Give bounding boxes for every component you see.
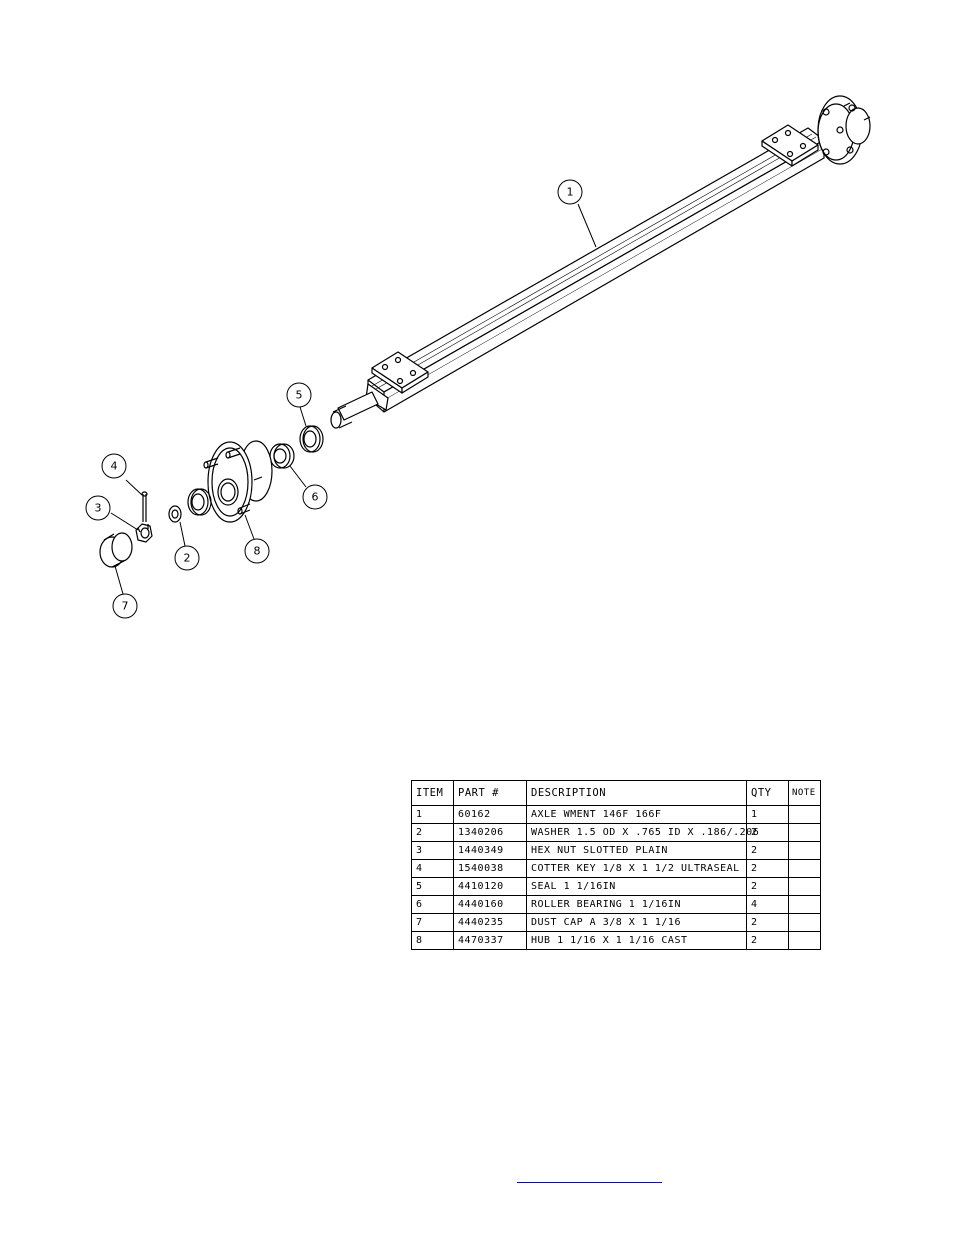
table-row: 3 1440349 HEX NUT SLOTTED PLAIN 2: [411, 841, 821, 860]
cell-part-number: 4440160: [453, 895, 527, 914]
bill-of-materials-table: ITEM PART # DESCRIPTION QTY NOTE 1 60162…: [411, 780, 821, 950]
table-row: 2 1340206 WASHER 1.5 OD X .765 ID X .186…: [411, 823, 821, 842]
cell-description: SEAL 1 1/16IN: [526, 877, 747, 896]
exploded-axle-drawing: 1 2 3 4 5 6 7 8: [85, 95, 871, 619]
cell-part-number: 1440349: [453, 841, 527, 860]
balloon-item-2: 2: [174, 545, 200, 571]
balloon-item-3: 3: [85, 495, 111, 521]
cell-item: 3: [411, 841, 454, 860]
header-note: NOTE: [788, 780, 821, 806]
hub-left: [203, 440, 273, 523]
cell-qty: 1: [746, 805, 789, 824]
cell-item: 5: [411, 877, 454, 896]
balloon-label: 3: [95, 502, 102, 515]
cell-description: DUST CAP A 3/8 X 1 1/16: [526, 913, 747, 932]
cell-qty: 4: [746, 895, 789, 914]
table-header-row: ITEM PART # DESCRIPTION QTY NOTE: [411, 780, 821, 806]
cell-item: 6: [411, 895, 454, 914]
slotted-nut-part: [135, 523, 153, 543]
cell-note: [788, 895, 821, 914]
header-item: ITEM: [411, 780, 454, 806]
table-row: 7 4440235 DUST CAP A 3/8 X 1 1/16 2: [411, 913, 821, 932]
cell-qty: 2: [746, 913, 789, 932]
cell-qty: 2: [746, 931, 789, 950]
cell-note: [788, 805, 821, 824]
spindle-left: [330, 383, 389, 429]
balloon-label: 1: [567, 186, 574, 199]
balloon-label: 5: [296, 389, 303, 402]
balloon-item-5: 5: [286, 382, 312, 408]
cell-note: [788, 859, 821, 878]
cell-part-number: 60162: [453, 805, 527, 824]
cell-part-number: 1340206: [453, 823, 527, 842]
table-row: 5 4410120 SEAL 1 1/16IN 2: [411, 877, 821, 896]
balloon-label: 7: [122, 600, 129, 613]
axle-tube: [367, 127, 825, 413]
cell-note: [788, 823, 821, 842]
cell-part-number: 4440235: [453, 913, 527, 932]
hub-right: [817, 95, 871, 165]
cell-item: 8: [411, 931, 454, 950]
dust-cap-part: [99, 532, 133, 568]
mount-plate-right: [761, 124, 819, 167]
cell-note: [788, 913, 821, 932]
cell-note: [788, 931, 821, 950]
cell-qty: 2: [746, 859, 789, 878]
cell-part-number: 4470337: [453, 931, 527, 950]
table-row: 1 60162 AXLE WMENT 146F 166F 1: [411, 805, 821, 824]
balloon-item-4: 4: [101, 453, 127, 479]
cell-description: HUB 1 1/16 X 1 1/16 CAST: [526, 931, 747, 950]
cell-part-number: 4410120: [453, 877, 527, 896]
balloon-item-8: 8: [244, 538, 270, 564]
cell-qty: 2: [746, 823, 789, 842]
cell-part-number: 1540038: [453, 859, 527, 878]
cell-description: ROLLER BEARING 1 1/16IN: [526, 895, 747, 914]
bearing-inner-part: [269, 443, 295, 469]
cell-item: 4: [411, 859, 454, 878]
cell-item: 1: [411, 805, 454, 824]
header-description: DESCRIPTION: [526, 780, 747, 806]
balloon-label: 4: [111, 460, 118, 473]
cell-qty: 2: [746, 877, 789, 896]
balloon-label: 6: [312, 491, 319, 504]
cell-description: HEX NUT SLOTTED PLAIN: [526, 841, 747, 860]
cell-note: [788, 841, 821, 860]
cotter-key-part: [141, 491, 148, 522]
washer-part: [168, 505, 182, 523]
footer-link[interactable]: [517, 1172, 662, 1183]
table-row: 8 4470337 HUB 1 1/16 X 1 1/16 CAST 2: [411, 931, 821, 950]
cell-qty: 2: [746, 841, 789, 860]
bearing-outer-part: [187, 488, 212, 516]
cell-description: WASHER 1.5 OD X .765 ID X .186/.206: [526, 823, 759, 842]
header-part-number: PART #: [453, 780, 527, 806]
cell-item: 7: [411, 913, 454, 932]
balloon-label: 8: [254, 545, 261, 558]
table-row: 6 4440160 ROLLER BEARING 1 1/16IN 4: [411, 895, 821, 914]
seal-part: [299, 425, 324, 453]
balloon-item-1: 1: [557, 179, 583, 205]
cell-item: 2: [411, 823, 454, 842]
mount-plate-left: [371, 351, 429, 394]
cell-note: [788, 877, 821, 896]
table-row: 4 1540038 COTTER KEY 1/8 X 1 1/2 ULTRASE…: [411, 859, 821, 878]
balloon-item-7: 7: [112, 593, 138, 619]
cell-description: COTTER KEY 1/8 X 1 1/2 ULTRASEAL: [526, 859, 747, 878]
balloon-label: 2: [184, 552, 191, 565]
header-qty: QTY: [746, 780, 789, 806]
cell-description: AXLE WMENT 146F 166F: [526, 805, 747, 824]
balloon-item-6: 6: [302, 484, 328, 510]
